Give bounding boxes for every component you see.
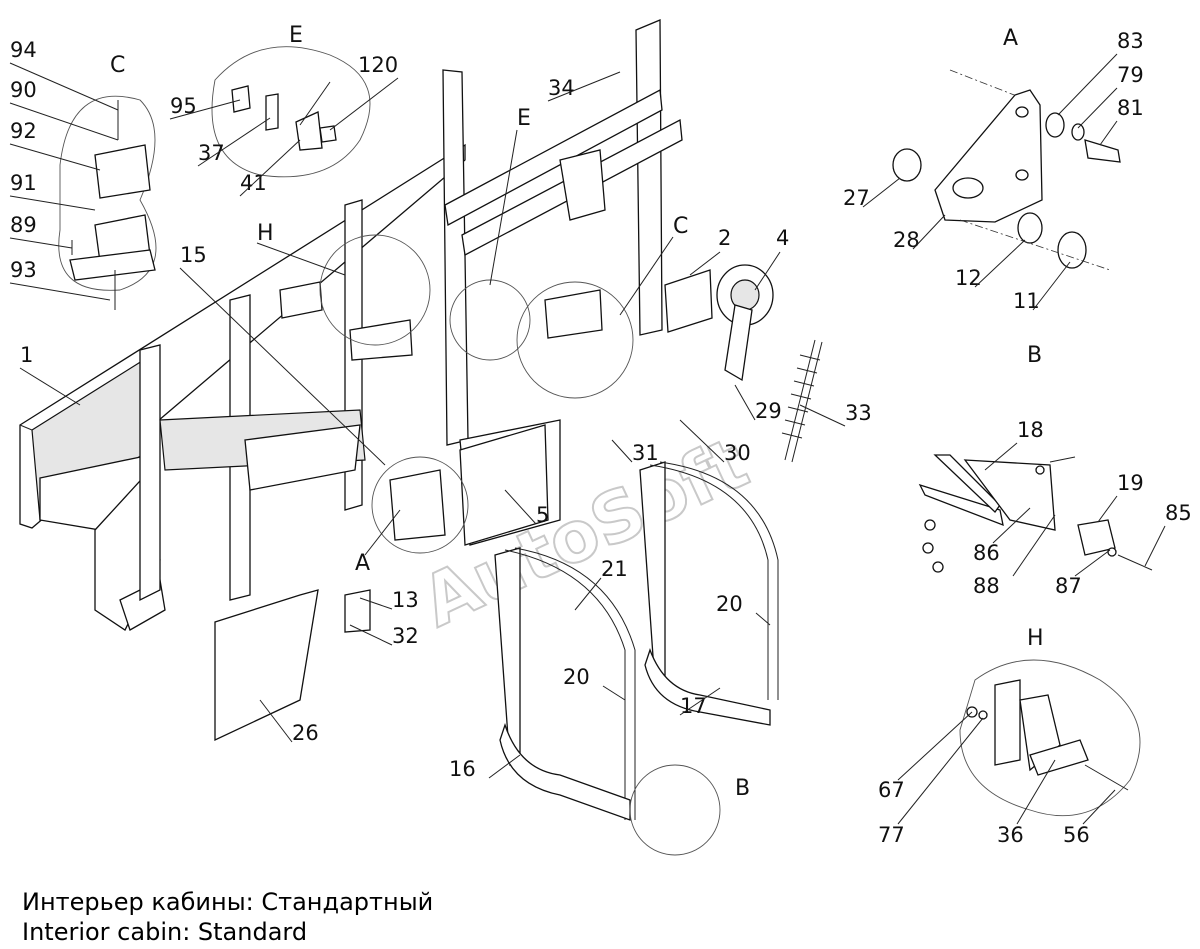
view-circle-e xyxy=(449,279,531,361)
view-letter-c-callout: C xyxy=(673,214,688,239)
callout-77: 77 xyxy=(878,823,905,847)
plate-32-drawing xyxy=(344,589,371,633)
bracket-a-drawing xyxy=(389,469,446,541)
view-circle-c xyxy=(516,281,634,399)
callout-67: 67 xyxy=(878,778,905,802)
callout-94: 94 xyxy=(10,38,37,62)
pulley-spring-drawing xyxy=(716,264,823,463)
callout-56: 56 xyxy=(1063,823,1090,847)
callout-26: 26 xyxy=(292,721,319,745)
callout-30: 30 xyxy=(724,441,751,465)
detail-h-drawing xyxy=(959,659,1141,817)
detail-b-drawing xyxy=(918,454,1153,573)
callout-37: 37 xyxy=(198,141,225,165)
callout-29: 29 xyxy=(755,399,782,423)
callout-91: 91 xyxy=(10,171,37,195)
view-letter-b: B xyxy=(1027,343,1042,368)
callout-16: 16 xyxy=(449,757,476,781)
callout-93: 93 xyxy=(10,258,37,282)
detail-c-drawing xyxy=(58,95,157,310)
view-letter-c: C xyxy=(110,53,125,78)
view-letter-h2: H xyxy=(1027,626,1044,651)
callout-27: 27 xyxy=(843,186,870,210)
callout-86: 86 xyxy=(973,541,1000,565)
callout-83: 83 xyxy=(1117,29,1144,53)
callout-21: 21 xyxy=(601,557,628,581)
callout-20-left: 20 xyxy=(563,665,590,689)
callout-85: 85 xyxy=(1165,501,1192,525)
view-letter-a-callout: A xyxy=(355,551,370,576)
callout-120: 120 xyxy=(358,53,398,77)
callout-13: 13 xyxy=(392,588,419,612)
callout-2: 2 xyxy=(718,226,731,250)
view-letter-b-callout: B xyxy=(735,776,750,801)
callout-18: 18 xyxy=(1017,418,1044,442)
callout-11: 11 xyxy=(1013,289,1040,313)
callout-31: 31 xyxy=(632,441,659,465)
callout-36: 36 xyxy=(997,823,1024,847)
callout-81: 81 xyxy=(1117,96,1144,120)
callout-20-right: 20 xyxy=(716,592,743,616)
callout-15: 15 xyxy=(180,243,207,267)
callout-33: 33 xyxy=(845,401,872,425)
callout-19: 19 xyxy=(1117,471,1144,495)
callout-4: 4 xyxy=(776,226,789,250)
view-letter-e: E xyxy=(289,23,303,48)
exploded-parts-drawing: AutoSoft xyxy=(9,19,1192,856)
caption-english: Interior cabin: Standard xyxy=(22,918,308,946)
detail-e-drawing xyxy=(211,46,371,178)
callout-79: 79 xyxy=(1117,63,1144,87)
callout-1: 1 xyxy=(20,343,33,367)
callout-12: 12 xyxy=(955,266,982,290)
panel-26-drawing xyxy=(214,589,319,742)
callout-28: 28 xyxy=(893,228,920,252)
view-letter-h: H xyxy=(257,221,274,246)
callout-89: 89 xyxy=(10,213,37,237)
view-letter-a: A xyxy=(1003,26,1018,51)
callout-34: 34 xyxy=(548,76,575,100)
callout-32: 32 xyxy=(392,624,419,648)
caption-russian: Интерьер кабины: Стандартный xyxy=(22,888,434,916)
callout-87: 87 xyxy=(1055,574,1082,598)
callout-95: 95 xyxy=(170,94,197,118)
callout-88: 88 xyxy=(973,574,1000,598)
callout-92: 92 xyxy=(10,119,37,143)
detail-a-drawing xyxy=(892,69,1121,271)
cover-5-drawing xyxy=(459,424,549,546)
view-circle-b xyxy=(629,764,721,856)
view-circle-h xyxy=(319,234,431,346)
view-letter-e-callout: E xyxy=(517,106,531,131)
callout-90: 90 xyxy=(10,78,37,102)
side-frames-drawing xyxy=(494,461,779,821)
callout-5: 5 xyxy=(536,503,549,527)
view-circle-a xyxy=(371,456,469,554)
